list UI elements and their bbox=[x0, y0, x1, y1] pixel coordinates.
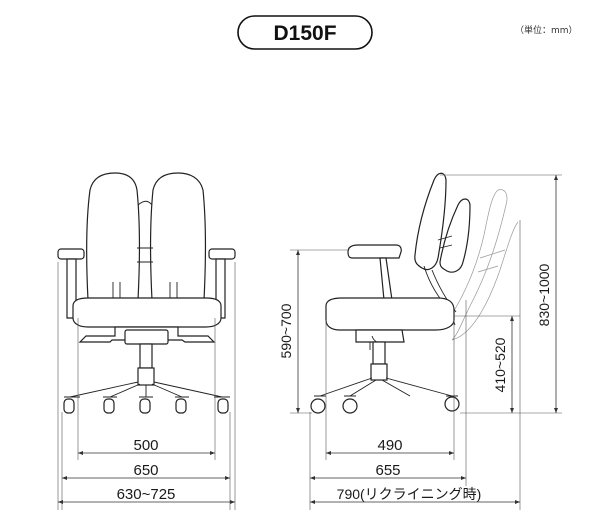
side-armrest-post bbox=[379, 257, 393, 301]
side-back-pad-2 bbox=[439, 198, 471, 273]
front-casters bbox=[63, 398, 229, 414]
side-armrest-pad bbox=[347, 244, 402, 259]
total-height-dim: 830~1000 bbox=[536, 263, 552, 326]
side-dim-490: 490 bbox=[377, 437, 402, 454]
seat-total-height-dimension-lines bbox=[440, 174, 562, 414]
side-seat-mechanism bbox=[355, 329, 405, 343]
front-right-armrest-pad bbox=[208, 248, 236, 260]
front-dim-630-725: 630~725 bbox=[117, 486, 176, 503]
front-back-supports bbox=[112, 282, 178, 300]
arm-height-dim: 590~700 bbox=[278, 303, 294, 358]
side-base-legs bbox=[319, 377, 453, 397]
front-left-back-pad bbox=[86, 172, 140, 301]
front-cylinder-cover bbox=[137, 367, 155, 386]
side-reclined-back-ghost bbox=[444, 189, 508, 341]
arm-height-dimension-lines bbox=[290, 249, 348, 414]
front-mechanism-box bbox=[124, 329, 169, 345]
front-dimension-lines bbox=[57, 262, 236, 510]
front-right-back-pad bbox=[150, 172, 206, 301]
side-reclined-detail-ghost bbox=[477, 249, 506, 273]
front-dim-500: 500 bbox=[133, 437, 158, 454]
side-back-connector bbox=[437, 235, 453, 249]
seat-height-dim: 410~520 bbox=[492, 337, 508, 392]
front-gas-cylinder bbox=[139, 343, 153, 369]
model-title: D150F bbox=[273, 22, 336, 45]
front-view-chair bbox=[57, 172, 236, 414]
front-base-legs bbox=[69, 381, 223, 398]
side-seat-cushion bbox=[325, 297, 455, 331]
title-capsule bbox=[237, 15, 373, 50]
front-left-armrest-pad bbox=[57, 248, 85, 260]
side-gas-cylinder bbox=[372, 341, 386, 365]
front-seat-cushion bbox=[72, 297, 222, 328]
side-cylinder-cover bbox=[370, 363, 388, 381]
side-dimension-lines bbox=[309, 220, 521, 510]
side-view-chair bbox=[310, 172, 519, 414]
front-dim-650: 650 bbox=[133, 462, 158, 479]
side-back-pad-1 bbox=[414, 172, 447, 271]
side-dim-790-reclining: 790(リクライニング時) bbox=[337, 486, 482, 502]
side-casters bbox=[310, 396, 460, 414]
front-back-frame bbox=[137, 200, 153, 263]
unit-note: （単位：mm） bbox=[515, 24, 578, 36]
side-dim-655: 655 bbox=[375, 462, 400, 479]
